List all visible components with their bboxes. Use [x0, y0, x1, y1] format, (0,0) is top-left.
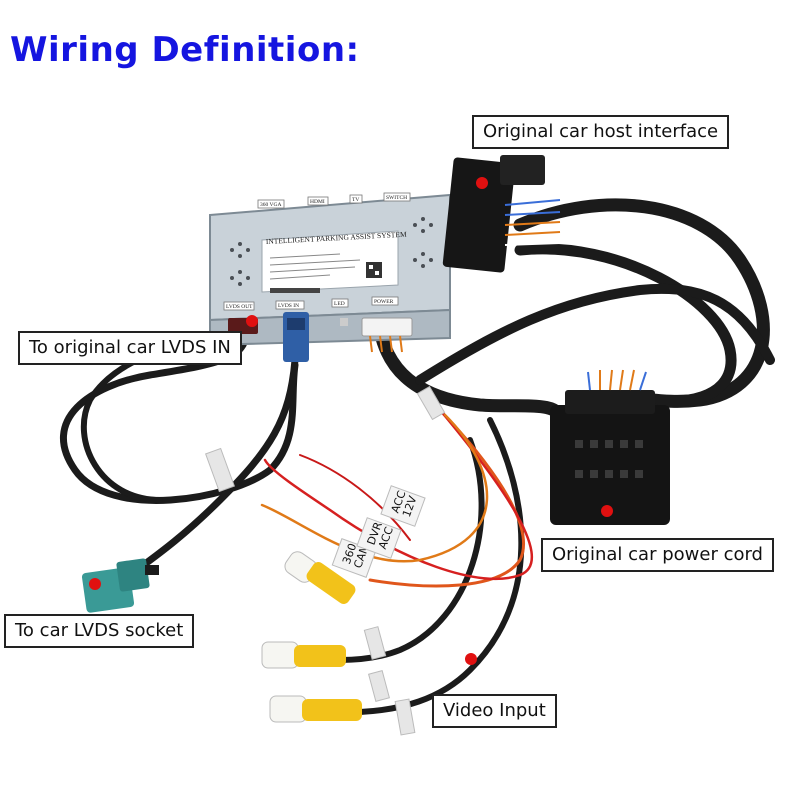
- callout-lvds-in: To original car LVDS IN: [18, 331, 242, 365]
- port-label-lvds-in: LVDS IN: [278, 303, 299, 309]
- power-plug: [361, 317, 413, 337]
- marker-lvds-in: [246, 315, 258, 327]
- port-label-hdmi: HDMI: [310, 199, 325, 205]
- port-label-switch: SWITCH: [386, 195, 407, 201]
- host-interface-connector: [442, 155, 561, 273]
- port-label-lvds-out: LVDS OUT: [226, 304, 253, 310]
- red-markers: [89, 177, 613, 665]
- port-label-tv: TV: [352, 197, 359, 203]
- port-label-power: POWER: [374, 299, 394, 305]
- marker-power-cord: [601, 505, 613, 517]
- qr-code: [366, 262, 382, 278]
- port-label-led: LED: [334, 301, 345, 307]
- marker-host-interface: [476, 177, 488, 189]
- port-label-360vga: 360 VGA: [260, 202, 281, 208]
- callout-host-interface: Original car host interface: [472, 115, 730, 149]
- callout-video-input: Video Input: [432, 694, 557, 728]
- callout-lvds-socket: To car LVDS socket: [4, 614, 195, 648]
- page-title: Wiring Definition:: [10, 30, 360, 70]
- signal-wires: [260, 398, 534, 588]
- cable-bundle: [59, 198, 775, 715]
- module-connectors: [228, 312, 413, 362]
- rca-plug-360cam: [284, 551, 356, 604]
- rca-plug-video-2: [269, 695, 362, 723]
- rca-plug-video-1: [261, 641, 346, 669]
- power-cord-connector: [550, 369, 670, 525]
- marker-video-input: [465, 653, 477, 665]
- marker-lvds-socket: [89, 578, 101, 590]
- callout-power-cord: Original car power cord: [541, 538, 774, 572]
- barcode: [270, 288, 320, 293]
- wire-tags: 360 CAM DVR ACC ACC 12V: [205, 385, 446, 736]
